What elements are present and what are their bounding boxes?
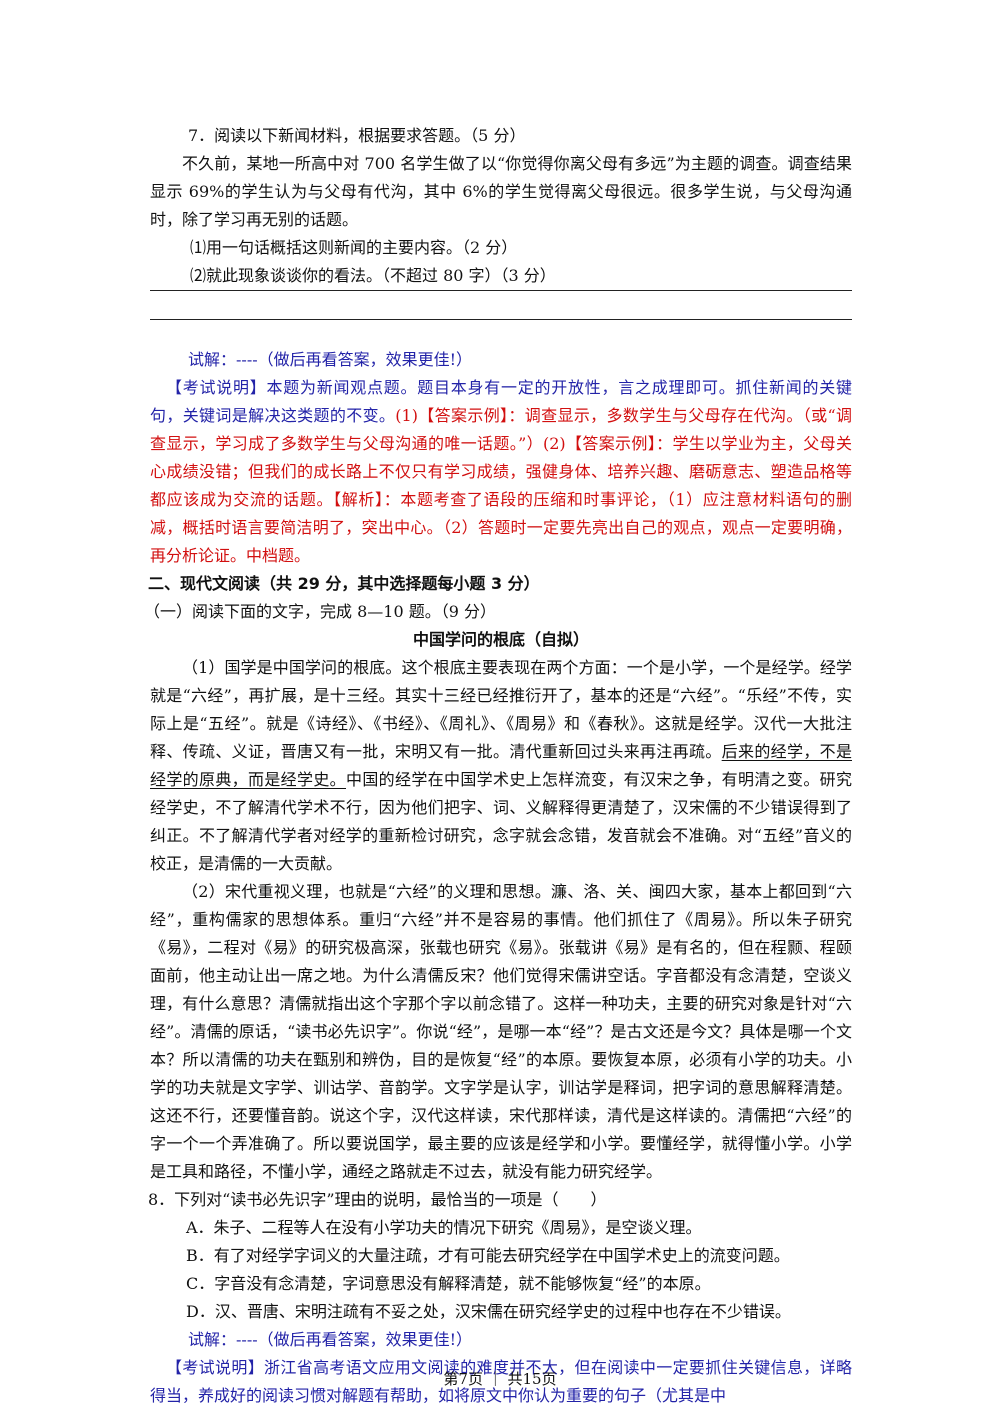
article-paragraph-2: （2）宋代重视义理，也就是“六经”的义理和思想。濂、洛、关、闽四大家，基本上都回… [150,882,852,1181]
question-8-option-a: A．朱子、二程等人在没有小学功夫的情况下研究《周易》，是空谈义理。 [186,1218,702,1237]
question-7-hint: 试解：----（做后再看答案，效果更佳!） [188,350,473,369]
explanation-intro: 【考试说明】本题为新闻观点题。题目本身有一定的开放性，言之成理即可。抓住新闻的关… [150,378,852,425]
question-8-option-c: C．字音没有念清楚，字词意思没有解释清楚，就不能够恢复“经”的本原。 [186,1274,711,1293]
paragraph-1-text-a: （1）国学是中国学问的根底。这个根底主要表现在两个方面：一个是小学，一个是经学。… [150,658,852,761]
question-8-explanation: 【考试说明】浙江省高考语文应用文阅读的难度并不大，但在阅读中一定要抓住关键信息，… [150,1358,852,1405]
paragraph-1-text-b: 中国的经学在中国学术史上怎样流变，有汉宋之争，有明清之变。研究经学史，不了解清代… [150,770,852,873]
document-page: 7．阅读以下新闻材料，根据要求答题。（5 分） 不久前，某地一所高中对 700 … [144,118,852,1410]
question-7-explanation: 【考试说明】本题为新闻观点题。题目本身有一定的开放性，言之成理即可。抓住新闻的关… [150,374,852,570]
question-8-stem: 8．下列对“读书必先识字”理由的说明，最恰当的一项是（ ） [148,1190,607,1209]
question-7-sub1: ⑴用一句话概括这则新闻的主要内容。（2 分） [190,238,518,257]
question-7-material: 不久前，某地一所高中对 700 名学生做了以“你觉得你离父母有多远”为主题的调查… [150,154,852,229]
page-footer: 第7页 ｜ 共15页 [443,1370,557,1388]
article-title: 中国学问的根底（自拟） [412,630,589,649]
section-heading: 二、现代文阅读（共 29 分，其中选择题每小题 3 分） [148,574,540,593]
question-7-sub2: ⑵就此现象谈谈你的看法。（不超过 80 字）（3 分） [150,262,852,291]
answer-example: (1)【答案示例】：调查显示，多数学生与父母存在代沟。（或“调查显示，学习成了多… [150,406,852,565]
article-paragraph-1: （1）国学是中国学问的根底。这个根底主要表现在两个方面：一个是小学，一个是经学。… [150,654,852,878]
question-8-option-b: B．有了对经学字词义的大量注疏，才有可能去研究经学在中国学术史上的流变问题。 [186,1246,790,1265]
question-8-option-d: D．汉、晋唐、宋明注疏有不妥之处，汉宋儒在研究经学史的过程中也存在不少错误。 [186,1302,791,1321]
question-8-hint: 试解：----（做后再看答案，效果更佳!） [188,1330,473,1349]
underlined-sentence: 后来的经学，不是经学的原典，而是经学史。 [150,742,852,789]
question-7-title: 7．阅读以下新闻材料，根据要求答题。（5 分） [188,126,526,145]
answer-line [150,291,852,320]
reading-intro: （一）阅读下面的文字，完成 8—10 题。（9 分） [144,602,496,621]
